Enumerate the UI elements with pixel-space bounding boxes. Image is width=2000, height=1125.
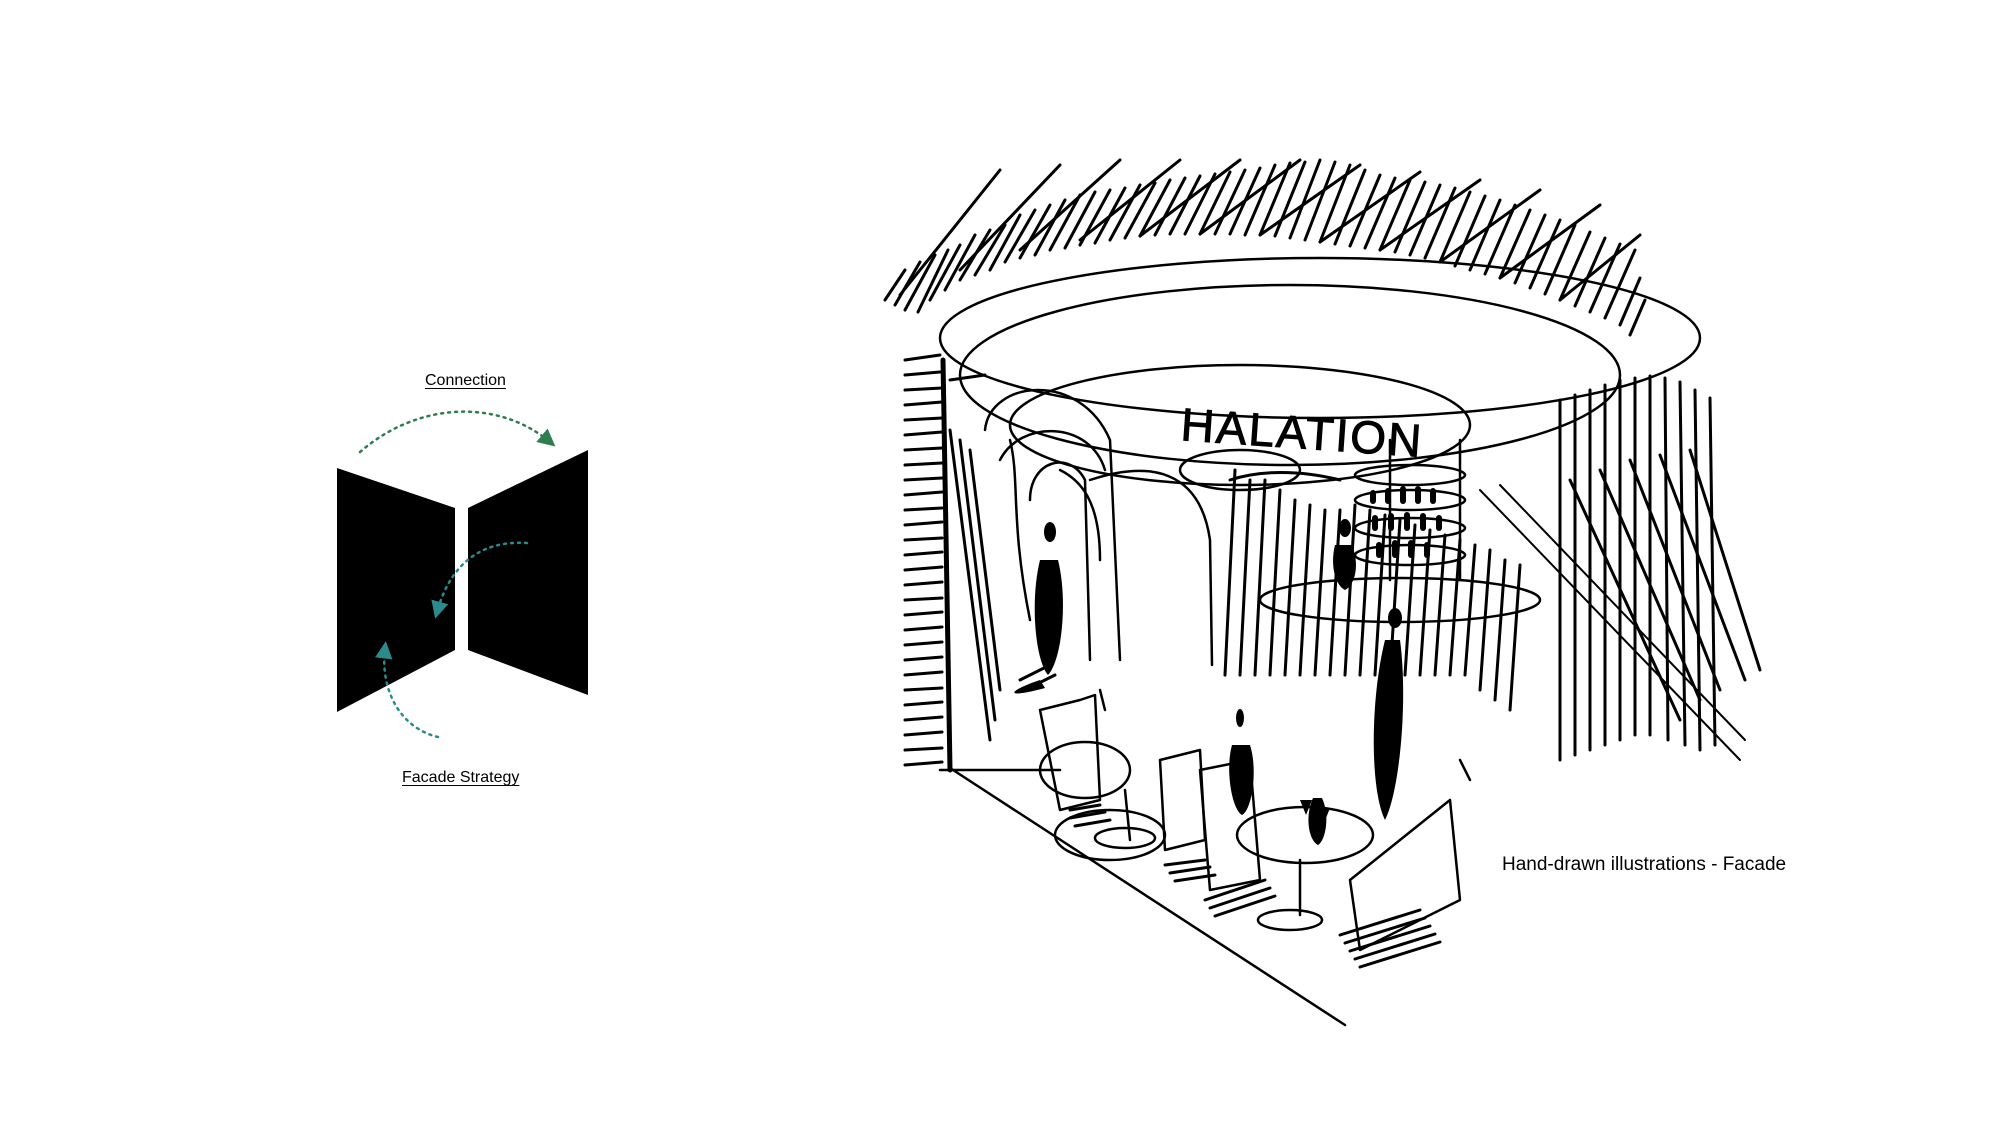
connection-label: Connection [425,372,506,389]
connection-arrow [358,410,556,454]
facade-strategy-label: Facade Strategy [402,769,520,786]
right-facade-panel [468,450,588,695]
bottles [1370,486,1442,558]
inner-arrow [431,541,529,619]
halation-sign: HALATION [1179,398,1425,467]
arches [983,388,1214,667]
left-wall-hatching [903,353,1002,773]
right-wall-hatching [1479,374,1762,762]
roof-hatching [883,158,1647,337]
chair-shadows [1018,663,1442,969]
floor-furniture [938,688,1472,1027]
bar-wall-hatching [1223,468,1522,712]
illustration-caption: Hand-drawn illustrations - Facade [1502,854,1787,875]
facade-arrow [375,641,440,739]
glasses [1300,800,1330,823]
left-facade-panel [337,468,455,712]
canopy-rings [938,256,1702,492]
